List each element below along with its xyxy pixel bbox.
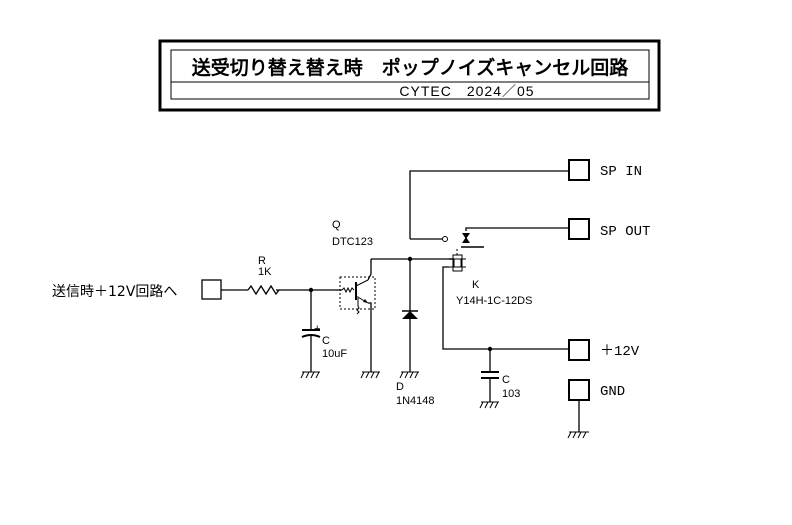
input-terminal: 送信時＋12V回路へ (52, 279, 222, 300)
capacitor-c1-ref: C (322, 335, 330, 347)
resistor-value: 1K (258, 266, 272, 278)
diagram-subtitle: CYTEC 2024／05 (399, 83, 534, 99)
relay-k: K Y14H-1C-12DS (409, 170, 568, 350)
capacitor-c2-ref: C (502, 374, 510, 386)
capacitor-c1: + C 10uF (300, 290, 347, 379)
terminal-gnd: GND (567, 379, 625, 439)
ground-symbol (479, 401, 499, 409)
capacitor-polarity: + (314, 323, 320, 335)
relay-ref: K (472, 279, 480, 291)
capacitor-c2: C 103 (479, 346, 520, 409)
ground-symbol (399, 371, 419, 379)
resistor-ref: R (258, 255, 266, 267)
transistor-q: Q DTC123 (332, 219, 380, 379)
terminal-sp-in: SP IN (568, 159, 642, 181)
capacitor-c1-value: 10uF (322, 348, 347, 360)
ground-symbol (567, 431, 589, 439)
input-terminal-label: 送信時＋12V回路へ (52, 284, 177, 300)
terminal-sp-in-label: SP IN (600, 164, 642, 180)
transistor-value: DTC123 (332, 236, 373, 248)
ground-symbol (360, 371, 380, 379)
terminal-sp-out-label: SP OUT (600, 224, 650, 240)
relay-value: Y14H-1C-12DS (456, 295, 532, 307)
transistor-ref: Q (332, 219, 341, 231)
title-block: 送受切り替え替え時 ポップノイズキャンセル回路 CYTEC 2024／05 (158, 39, 661, 112)
diode-value: 1N4148 (396, 395, 435, 407)
terminal-12v-label: ＋12V (600, 344, 640, 360)
diagram-title: 送受切り替え替え時 ポップノイズキャンセル回路 (192, 56, 629, 79)
capacitor-c2-value: 103 (502, 388, 520, 400)
terminal-gnd-label: GND (600, 384, 625, 400)
diode-d: D 1N4148 (396, 259, 435, 407)
terminal-12v: ＋12V (568, 339, 640, 361)
terminal-sp-out: SP OUT (568, 218, 650, 240)
ground-symbol (300, 371, 320, 379)
wire-sp-in (409, 170, 568, 239)
wire-coil-12v (442, 266, 568, 350)
diode-ref: D (396, 381, 404, 393)
resistor-r: R 1K (247, 255, 280, 296)
wire-sp-out (465, 227, 568, 231)
